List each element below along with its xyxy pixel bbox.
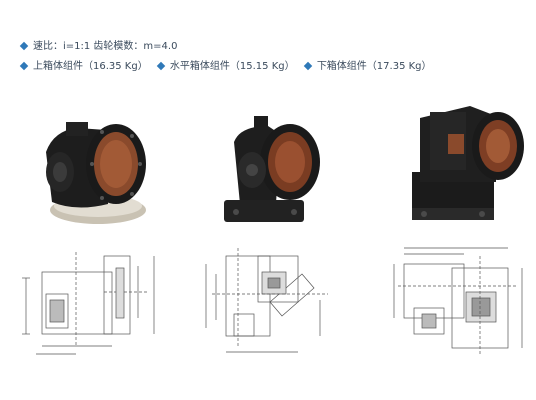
spec-components-line: 上箱体组件（16.35 Kg） 水平箱体组件（15.15 Kg） 下箱体组件（1… <box>19 60 438 73</box>
upper-gearbox-photo <box>46 122 146 224</box>
lower-gearbox-photo <box>412 106 524 220</box>
lower-gearbox-drawing <box>393 247 523 354</box>
bullet-diamond-icon <box>19 41 29 50</box>
horizontal-gearbox-photo <box>224 116 320 222</box>
spec-ratio-line: 速比：i=1:1 齿轮模数：m=4.0 <box>19 40 178 53</box>
ratio-text: 速比：i=1:1 齿轮模数：m=4.0 <box>33 41 178 52</box>
horizontal-component-text: 水平箱体组件（15.15 Kg） <box>169 61 295 72</box>
bullet-diamond-icon <box>156 61 166 70</box>
bullet-diamond-icon <box>303 61 313 70</box>
lower-component-text: 下箱体组件（17.35 Kg） <box>316 61 432 72</box>
upper-gearbox-drawing <box>22 252 155 355</box>
upper-component-text: 上箱体组件（16.35 Kg） <box>33 61 148 72</box>
bullet-diamond-icon <box>19 61 29 70</box>
horizontal-gearbox-drawing <box>205 248 328 353</box>
